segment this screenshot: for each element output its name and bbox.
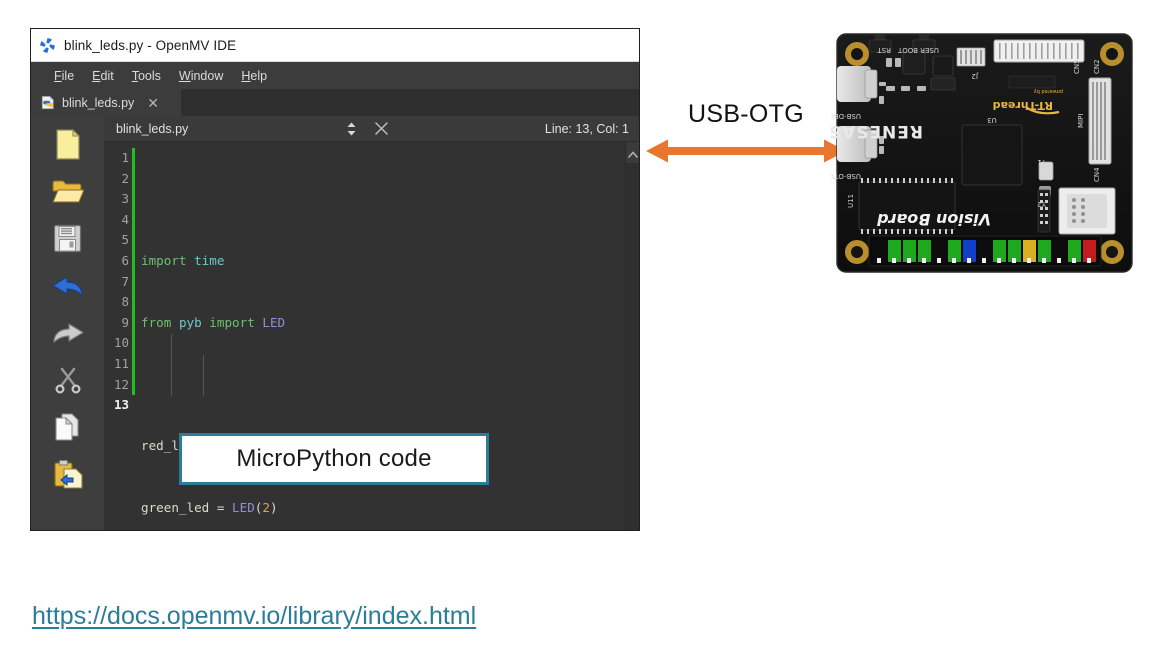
- vision-board-photo: U3: [831, 33, 1133, 273]
- openmv-docs-link[interactable]: https://docs.openmv.io/library/index.htm…: [32, 602, 477, 630]
- svg-text:Vision Board: Vision Board: [877, 210, 991, 229]
- line-number: 4: [121, 211, 129, 227]
- window-title: blink_leds.py - OpenMV IDE: [64, 37, 237, 53]
- svg-text:USER BOOT: USER BOOT: [897, 46, 939, 54]
- copy-button[interactable]: [48, 408, 88, 445]
- menu-item-tools[interactable]: Tools: [131, 68, 161, 83]
- code-line: green_led = LED(2): [141, 500, 278, 516]
- menu-item-help[interactable]: Help: [241, 68, 268, 83]
- code-line: import time: [141, 252, 225, 268]
- svg-text:CN4: CN4: [1093, 167, 1101, 182]
- undo-button[interactable]: [48, 267, 88, 304]
- open-file-button[interactable]: [48, 173, 88, 210]
- redo-arrow-icon: [51, 320, 85, 346]
- line-number-gutter: 1 2 3 4 5 6 7 8 9 10 11 12 13: [104, 142, 132, 530]
- svg-text:powered by: powered by: [1034, 88, 1063, 94]
- line-number: 2: [121, 170, 129, 186]
- menu-item-file[interactable]: File: [54, 68, 75, 83]
- svg-text:USB-OTG: USB-OTG: [831, 172, 861, 180]
- openmv-aperture-icon: [39, 37, 56, 54]
- new-file-icon: [55, 129, 81, 160]
- tab-blink-leds-py[interactable]: blink_leds.py ✕: [31, 89, 181, 116]
- svg-text:RENESAS: RENESAS: [831, 121, 923, 141]
- svg-text:U3: U3: [987, 116, 997, 124]
- menu-item-edit[interactable]: Edit: [92, 68, 114, 83]
- code-line: from pyb import LED: [141, 314, 286, 330]
- save-file-button[interactable]: [48, 220, 88, 257]
- line-number: 1: [121, 150, 129, 165]
- editor-header-bar: blink_leds.py Line: 13, Col: 1: [104, 116, 639, 142]
- line-number: 5: [121, 232, 129, 248]
- usb-otg-connection-group: USB-OTG: [646, 100, 846, 170]
- floppy-disk-icon: [53, 224, 82, 253]
- callout-label: MicroPython code: [236, 445, 432, 472]
- svg-text:CN5: CN5: [1073, 59, 1081, 74]
- svg-text:Y2: Y2: [1037, 200, 1047, 208]
- svg-text:J2: J2: [971, 72, 979, 80]
- line-number: 7: [121, 273, 129, 289]
- line-number: 9: [121, 314, 129, 330]
- window-title-bar: blink_leds.py - OpenMV IDE: [31, 29, 639, 62]
- chevron-up-icon[interactable]: [627, 145, 638, 163]
- svg-text:RT-Thread: RT-Thread: [993, 99, 1053, 112]
- double-headed-arrow-icon: [646, 139, 846, 163]
- tab-label: blink_leds.py: [62, 95, 135, 110]
- cut-button[interactable]: [48, 361, 88, 398]
- line-number: 10: [113, 335, 129, 351]
- scissors-icon: [53, 366, 83, 394]
- menu-item-window[interactable]: Window: [178, 68, 224, 83]
- modified-lines-indicator: [132, 142, 135, 530]
- paste-button[interactable]: [48, 455, 88, 492]
- vertical-scrollbar[interactable]: [625, 142, 639, 530]
- svg-text:CN2: CN2: [1093, 59, 1101, 74]
- undo-arrow-icon: [51, 273, 85, 299]
- up-down-chevron-icon[interactable]: [346, 122, 357, 136]
- line-number: 8: [121, 294, 129, 310]
- code-line: [141, 375, 625, 396]
- open-folder-icon: [51, 178, 84, 205]
- redo-button[interactable]: [48, 314, 88, 351]
- menu-bar: File Edit Tools Window Help: [31, 62, 639, 89]
- line-number: 11: [113, 355, 129, 371]
- svg-text:MIPI: MIPI: [1077, 114, 1085, 128]
- svg-text:U11: U11: [847, 194, 855, 208]
- tab-close-icon[interactable]: ✕: [147, 94, 159, 111]
- line-number: 12: [113, 376, 129, 392]
- svg-text:USB-DBG: USB-DBG: [831, 112, 861, 120]
- editor-filename: blink_leds.py: [116, 121, 189, 136]
- scrollbar-track[interactable]: [625, 163, 639, 530]
- copy-pages-icon: [53, 412, 82, 441]
- line-number: 6: [121, 252, 129, 268]
- cursor-position-indicator: Line: 13, Col: 1: [544, 121, 629, 136]
- tab-strip: blink_leds.py ✕: [31, 89, 639, 116]
- left-toolbar: [31, 116, 104, 530]
- svg-text:RST: RST: [877, 46, 891, 54]
- python-file-icon: [41, 95, 55, 110]
- callout-micropython-code: MicroPython code: [179, 433, 489, 485]
- svg-text:Y1: Y1: [1037, 158, 1047, 166]
- new-file-button[interactable]: [48, 126, 88, 163]
- usb-otg-label: USB-OTG: [688, 100, 804, 128]
- editor-close-icon[interactable]: [374, 122, 388, 135]
- line-number: 3: [121, 191, 129, 207]
- paste-clipboard-icon: [53, 459, 83, 489]
- line-number-current: 13: [113, 397, 129, 413]
